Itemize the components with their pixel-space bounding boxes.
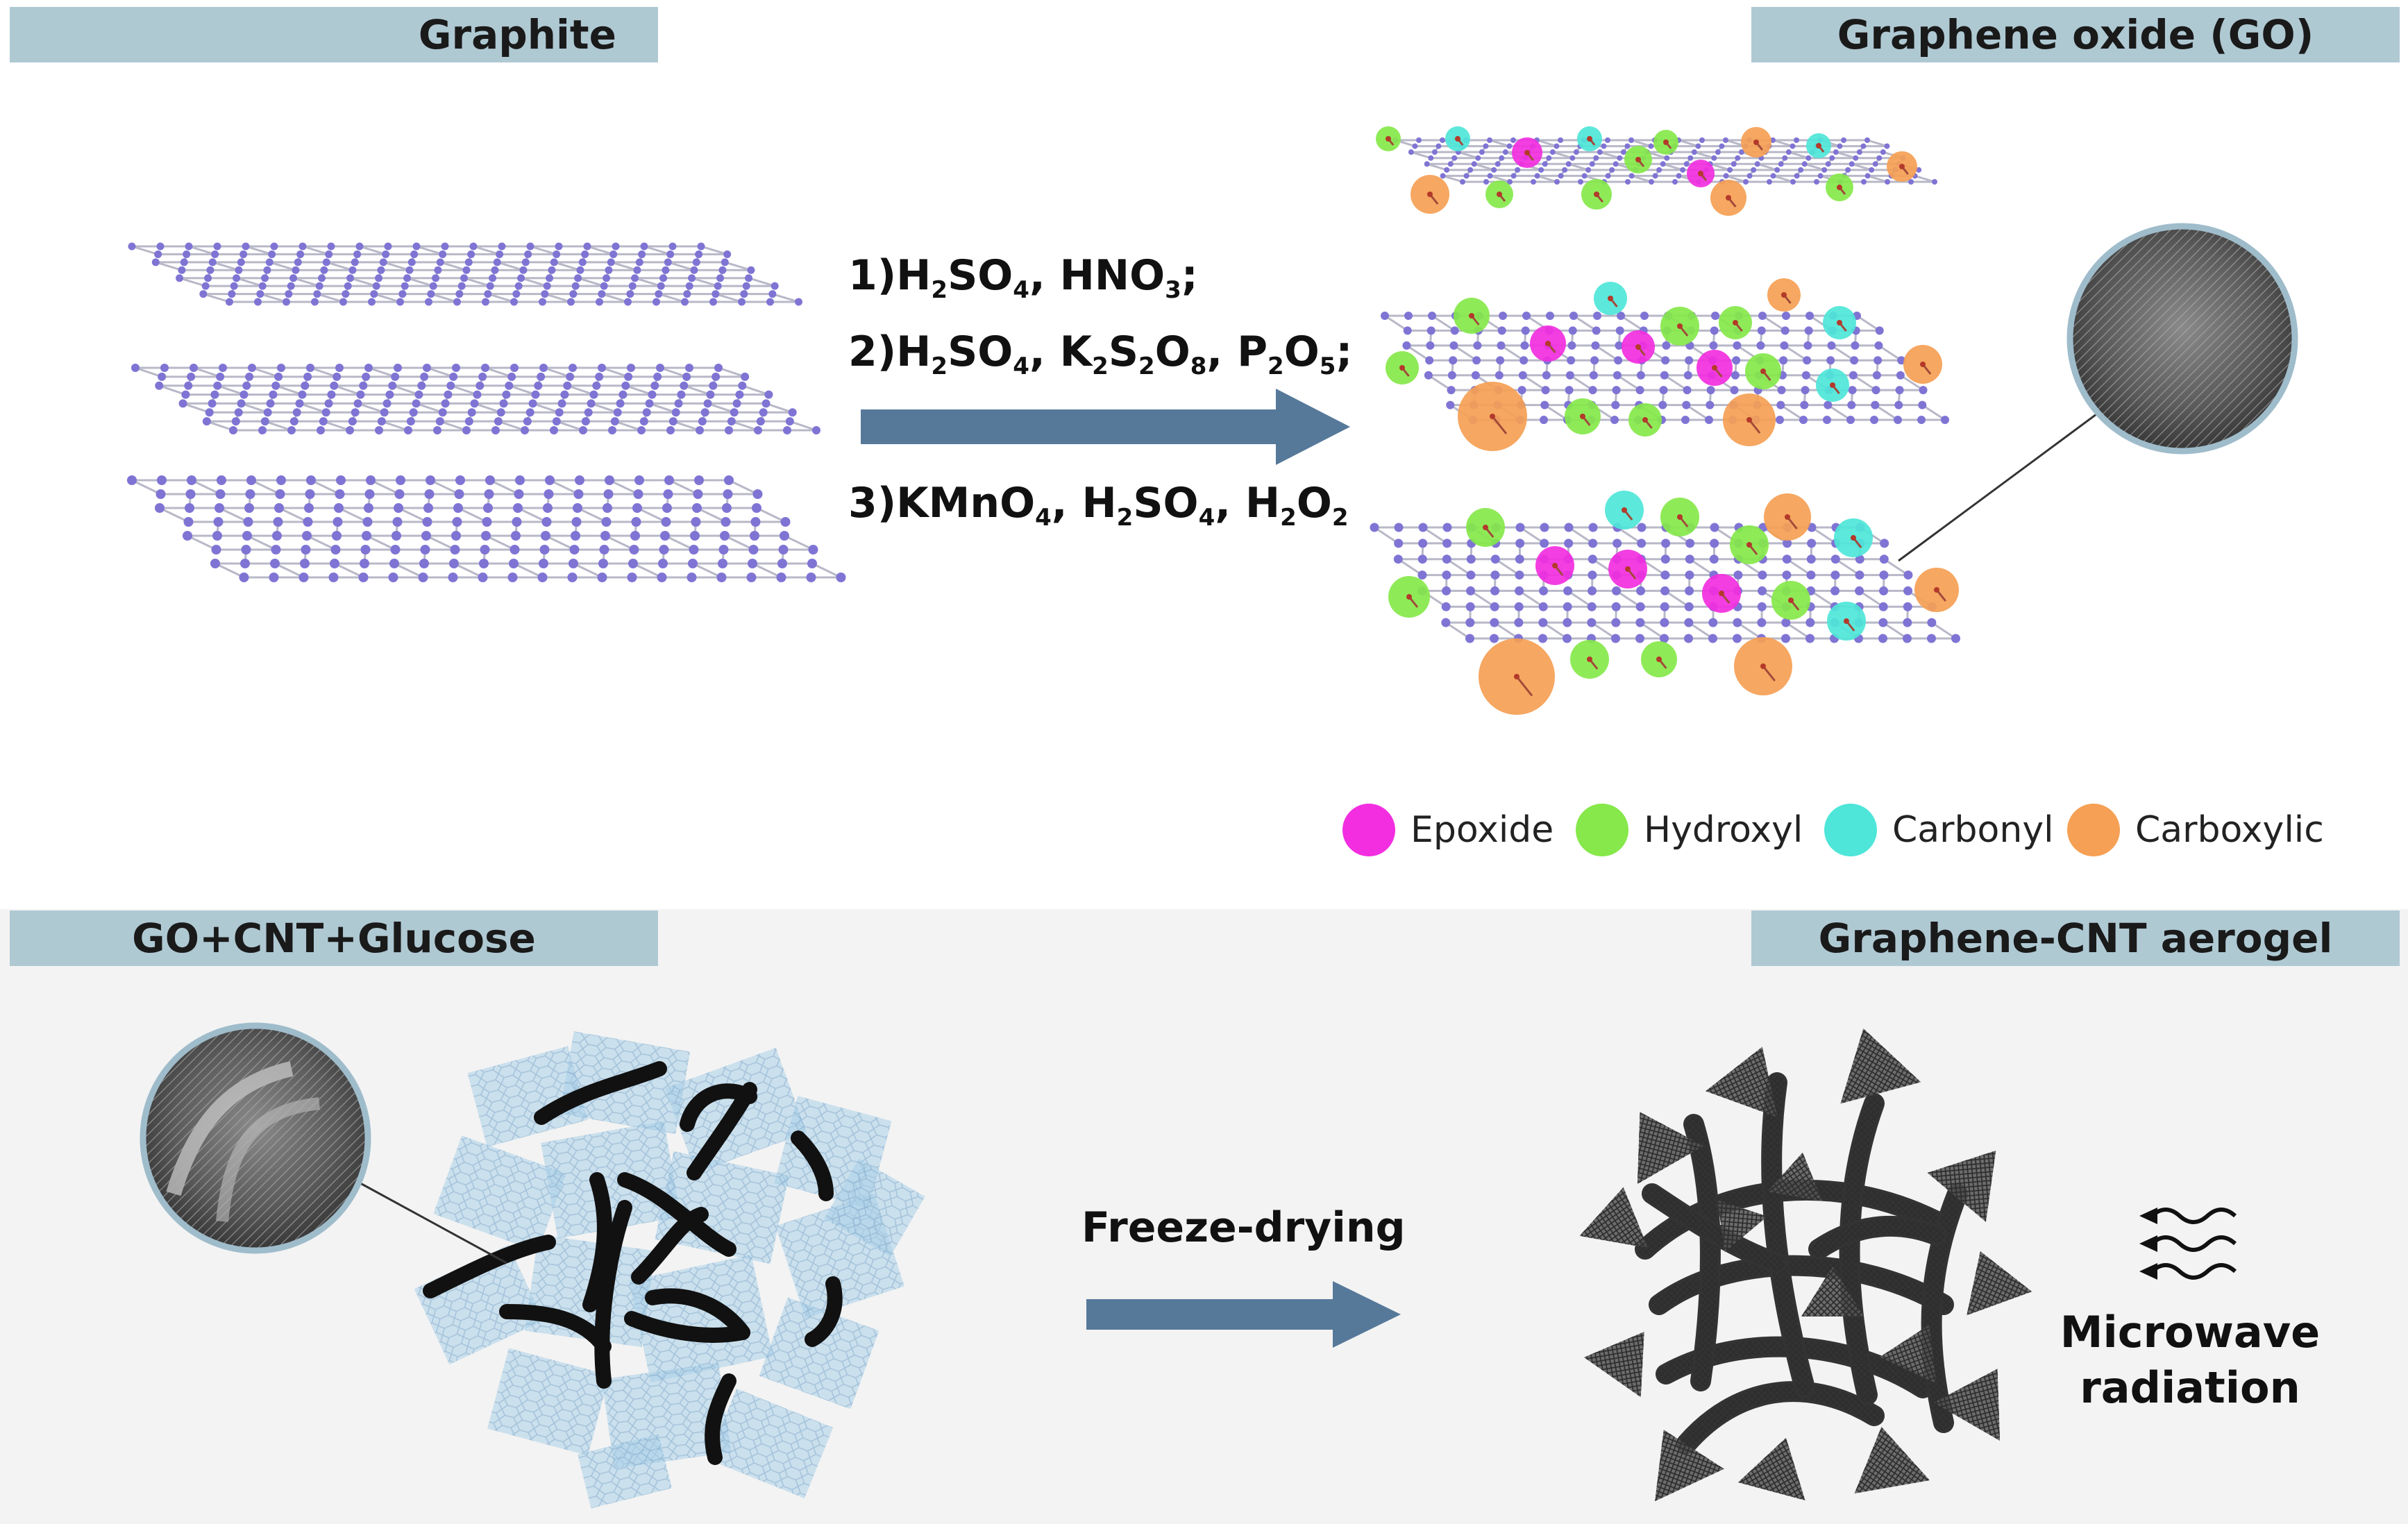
freeze-drying-label: Freeze-drying: [1081, 1203, 1406, 1252]
hydroxyl-dot-icon: [1576, 804, 1628, 856]
microwave-radiation-label: Microwave radiation: [2034, 1305, 2346, 1416]
graphite-layer-1: [128, 242, 802, 306]
functional-group: [1376, 126, 1401, 151]
functional-group: [1826, 173, 1853, 201]
functional-group: [1577, 126, 1602, 151]
functional-group: [1767, 278, 1801, 312]
microwave-icon: [2139, 1208, 2237, 1280]
functional-group: [1653, 130, 1678, 155]
graphite-layer-3: [127, 475, 846, 582]
cnt-fiber: [624, 1311, 750, 1343]
cnt-fiber: [499, 1304, 612, 1354]
functional-group: [1745, 353, 1781, 389]
functional-group: [1903, 345, 1942, 384]
carbonyl-dot-icon: [1824, 804, 1877, 856]
graphite-stack: [127, 242, 846, 582]
functional-group: [1834, 518, 1873, 557]
functional-group: [1466, 508, 1505, 547]
legend-label: Hydroxyl: [1644, 809, 1803, 851]
functional-group: [1458, 382, 1527, 451]
freeze-drying-arrow: [1086, 1281, 1401, 1348]
functional-group: [1660, 498, 1699, 536]
cnt-fiber: [594, 1200, 632, 1389]
functional-group: [1608, 550, 1647, 589]
functional-group: [1628, 403, 1662, 437]
legend-epoxide: Epoxide: [1342, 804, 1554, 856]
functional-group: [1806, 133, 1831, 158]
reaction-step-2: 2)H2SO4, K2S2O8, P2O5;: [848, 328, 1353, 380]
go-cnt-glucose-mixture: [414, 1031, 925, 1509]
cnt-fiber: [617, 1172, 736, 1257]
legend-carbonyl: Carbonyl: [1824, 804, 2054, 856]
functional-group: [1702, 574, 1741, 613]
mixture-banner: GO+CNT+Glucose: [10, 911, 658, 966]
cnt-fiber: [687, 1082, 757, 1180]
functional-group: [1581, 179, 1612, 210]
functional-group: [1479, 638, 1555, 715]
functional-group: [1454, 298, 1490, 334]
top-panel: [0, 0, 2408, 909]
functional-group: [1764, 493, 1811, 541]
legend-hydroxyl: Hydroxyl: [1576, 804, 1803, 856]
cnt-fiber: [582, 1172, 612, 1312]
functional-group: [1445, 126, 1470, 151]
cnt-fiber: [645, 1288, 750, 1340]
carboxylic-dot-icon: [2067, 804, 2120, 856]
graphite-layer-2: [131, 364, 820, 434]
microwave-label-line2: radiation: [2080, 1362, 2300, 1413]
go-sem-image: [1898, 223, 2298, 562]
legend-label: Carboxylic: [2135, 809, 2324, 851]
functional-group: [1570, 640, 1609, 679]
functional-group: [1823, 306, 1856, 339]
functional-group: [1734, 637, 1792, 695]
cnt-fiber: [791, 1131, 834, 1201]
functional-group: [1719, 306, 1752, 339]
functional-group: [1594, 282, 1627, 315]
functional-group: [1388, 576, 1430, 618]
cnt-fiber: [805, 1276, 843, 1347]
reaction-step-1: 1)H2SO4, HNO3;: [848, 251, 1198, 304]
functional-group: [1605, 491, 1644, 530]
functional-group: [1696, 350, 1733, 386]
functional-group: [1535, 546, 1574, 585]
functional-group: [1771, 581, 1810, 620]
functional-group: [1565, 398, 1601, 434]
functional-group: [1622, 330, 1655, 364]
functional-group: [1624, 146, 1652, 173]
functional-group: [1887, 151, 1917, 182]
legend-label: Carbonyl: [1892, 809, 2054, 851]
reaction-arrow: [861, 389, 1350, 465]
cnt-fiber: [705, 1373, 736, 1465]
functional-group: [1386, 351, 1419, 384]
functional-group: [1641, 641, 1677, 677]
epoxide-dot-icon: [1342, 804, 1395, 856]
graphene-cnt-aerogel: [1579, 1028, 2032, 1502]
graphene-oxide-stack: [1370, 126, 1960, 715]
functional-group: [1741, 127, 1771, 158]
functional-group: [1723, 393, 1776, 446]
functional-group: [1512, 137, 1542, 168]
functional-group: [1411, 175, 1449, 214]
functional-group: [1687, 160, 1715, 187]
cnt-fiber: [423, 1235, 556, 1298]
functional-group: [1816, 369, 1849, 402]
legend-carboxylic: Carboxylic: [2067, 804, 2324, 856]
bottom-panel: [0, 909, 2408, 1524]
functional-group: [1710, 180, 1746, 216]
cnt-sem-image: [140, 1022, 507, 1264]
aerogel-banner: Graphene-CNT aerogel: [1751, 911, 2400, 966]
cnt-fiber: [534, 1061, 667, 1125]
functional-group: [1827, 602, 1866, 641]
functional-group: [1530, 325, 1566, 362]
microwave-label-line1: Microwave: [2060, 1307, 2321, 1357]
reaction-step-3: 3)KMnO4, H2SO4, H2O2: [848, 479, 1349, 532]
functional-group: [1660, 307, 1699, 346]
legend-label: Epoxide: [1411, 809, 1554, 851]
functional-group: [1730, 525, 1769, 564]
graphite-banner: Graphite: [10, 7, 658, 62]
functional-group: [1914, 568, 1959, 612]
graphene-oxide-banner: Graphene oxide (GO): [1751, 7, 2400, 62]
functional-group: [1485, 180, 1513, 208]
